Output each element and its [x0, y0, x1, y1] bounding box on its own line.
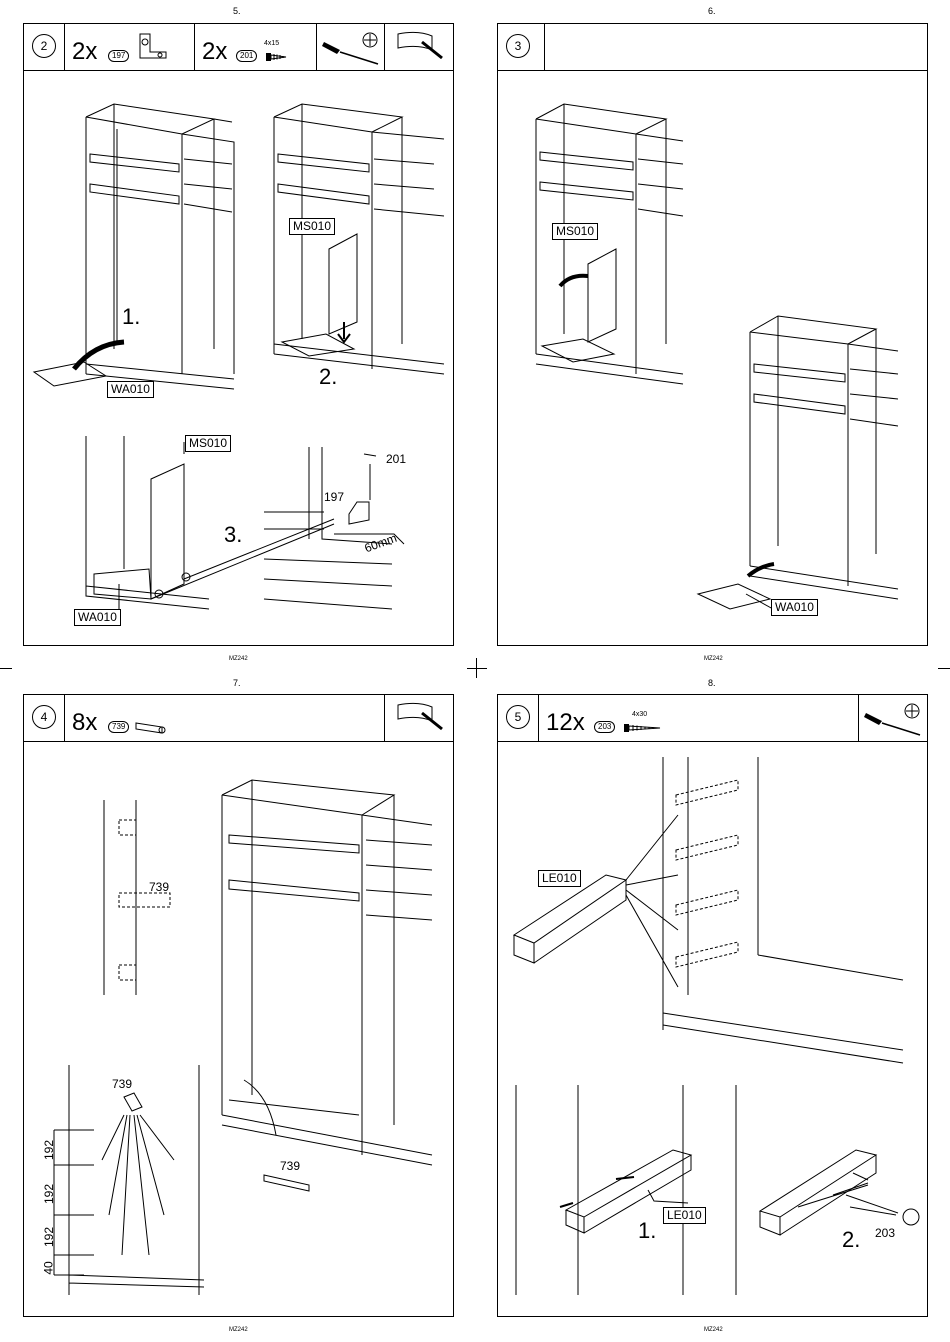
- dowel-label: 739: [149, 880, 169, 894]
- part-label-le010: LE010: [663, 1207, 706, 1224]
- part-label-wa010: WA010: [771, 599, 818, 616]
- page-number-6: 6.: [708, 6, 716, 16]
- page-number-8: 8.: [708, 678, 716, 688]
- page-code-7: MZ242: [229, 1327, 248, 1333]
- page-code-5: MZ242: [229, 656, 248, 662]
- page-number-5: 5.: [233, 6, 241, 16]
- step-4-illustration: [24, 695, 455, 1318]
- part-label-ms010: MS010: [289, 218, 335, 235]
- substep-1: 1.: [638, 1218, 656, 1244]
- step-5-panel: 5 12x 203 4x30: [497, 694, 928, 1317]
- part-label-wa010: WA010: [107, 381, 154, 398]
- substep-2: 2.: [319, 364, 337, 390]
- dowel-label: 739: [112, 1077, 132, 1091]
- dimension-192: 192: [42, 1227, 56, 1247]
- part-label-le010: LE010: [538, 870, 581, 887]
- crop-mark: [938, 668, 950, 669]
- dowel-label: 739: [280, 1159, 300, 1173]
- screw-label: 201: [386, 452, 406, 466]
- crop-mark: [0, 668, 12, 669]
- page-number-7: 7.: [233, 678, 241, 688]
- bracket-label: 197: [324, 490, 344, 504]
- part-label-ms010: MS010: [185, 435, 231, 452]
- step-2-panel: 2 2x 197 2x 201 4x15: [23, 23, 454, 646]
- page-code-8: MZ242: [704, 1327, 723, 1333]
- step-4-panel: 4 8x 739 739: [23, 694, 454, 1317]
- crop-mark: [467, 668, 487, 669]
- substep-2: 2.: [842, 1227, 860, 1253]
- substep-3: 3.: [224, 522, 242, 548]
- step-3-panel: 3 MS010 WA010: [497, 23, 928, 646]
- step-3-illustration: [498, 24, 929, 647]
- part-label-wa010: WA010: [74, 609, 121, 626]
- screw-label: 203: [875, 1226, 895, 1240]
- dimension-40: 40: [42, 1261, 56, 1274]
- step-5-illustration: [498, 695, 929, 1318]
- page-code-6: MZ242: [704, 656, 723, 662]
- crop-mark: [476, 658, 477, 678]
- substep-1: 1.: [122, 304, 140, 330]
- dimension-192: 192: [42, 1140, 56, 1160]
- step-2-illustration: [24, 24, 455, 647]
- part-label-ms010: MS010: [552, 223, 598, 240]
- dimension-192: 192: [42, 1184, 56, 1204]
